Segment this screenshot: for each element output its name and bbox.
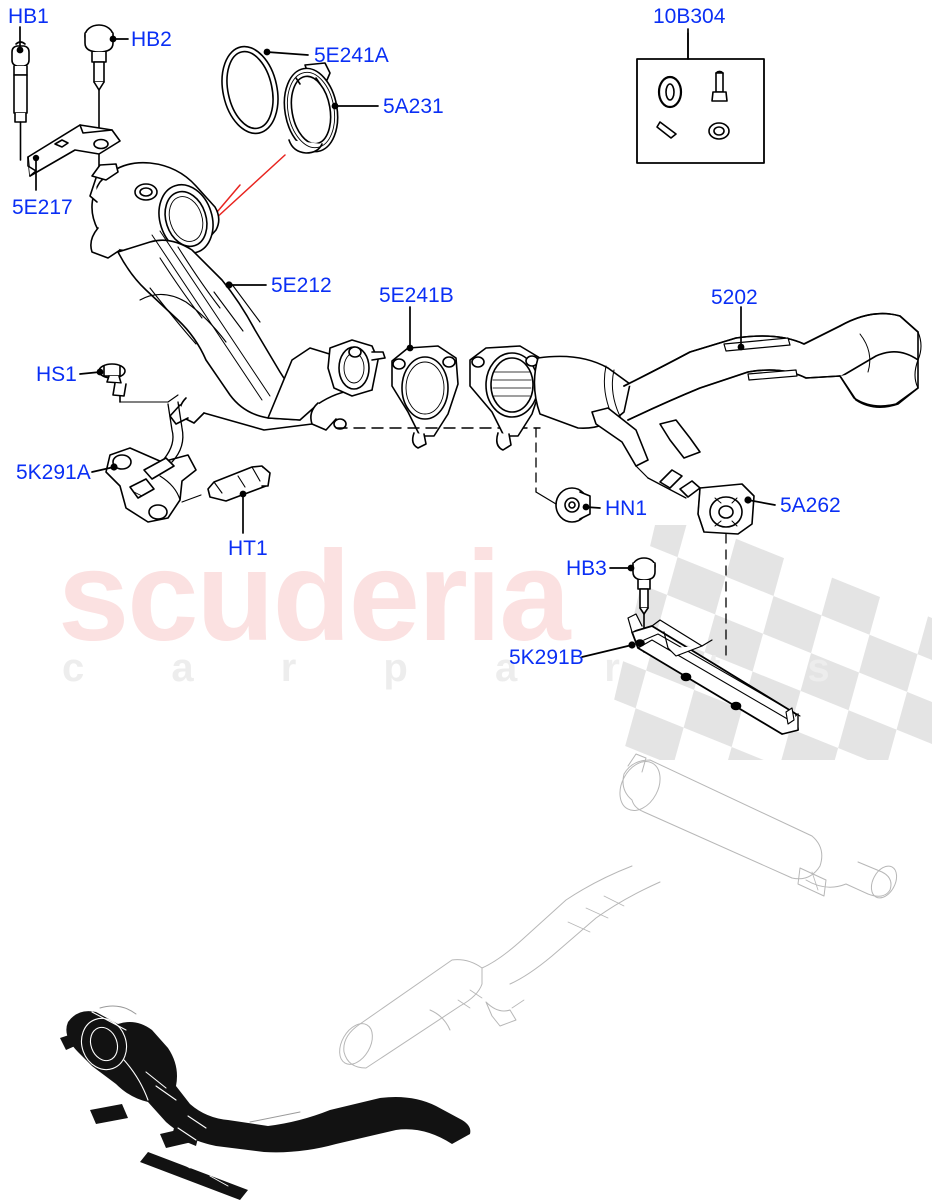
callout-label-hb1[interactable]: HB1 bbox=[8, 5, 49, 28]
part-sealing-ring-gasket bbox=[221, 45, 279, 135]
kit-item-clip bbox=[656, 121, 677, 139]
ghost-front-pipe-outline bbox=[99, 1005, 301, 1123]
part-mounting-bracket-a bbox=[105, 401, 197, 523]
part-nut-hn1 bbox=[555, 487, 591, 523]
part-v-band-clamp bbox=[283, 62, 339, 154]
callout-label-5e241b[interactable]: 5E241B bbox=[379, 284, 454, 307]
ghost-front-pipe-detail bbox=[80, 1011, 229, 1187]
ghost-exhaust-assembly bbox=[339, 753, 898, 1069]
kit-item-washer-seal bbox=[708, 122, 730, 140]
ghost-front-pipe-solid bbox=[60, 1011, 471, 1200]
callout-label-5e217[interactable]: 5E217 bbox=[12, 196, 73, 219]
callout-label-5e212[interactable]: 5E212 bbox=[271, 274, 332, 297]
leader-dots bbox=[16, 35, 752, 649]
callout-label-ht1[interactable]: HT1 bbox=[228, 537, 268, 560]
callout-label-5a231[interactable]: 5A231 bbox=[383, 95, 444, 118]
part-bolt-hb1 bbox=[11, 41, 30, 161]
callout-label-5k291a[interactable]: 5K291A bbox=[16, 461, 91, 484]
part-stud-screw-hs1 bbox=[98, 363, 179, 403]
part-exhaust-rubber-mount bbox=[697, 483, 755, 535]
callout-label-hb2[interactable]: HB2 bbox=[131, 28, 172, 51]
part-flange-gasket bbox=[391, 345, 459, 449]
part-stud-ht1 bbox=[207, 465, 271, 502]
part-service-kit-box bbox=[636, 32, 765, 164]
callout-label-hs1[interactable]: HS1 bbox=[36, 363, 77, 386]
callout-label-5a262[interactable]: 5A262 bbox=[780, 494, 841, 517]
kit-item-screw bbox=[711, 70, 728, 102]
leader-lines bbox=[19, 26, 776, 658]
callout-label-hn1[interactable]: HN1 bbox=[605, 497, 648, 520]
part-front-exhaust-pipe bbox=[469, 312, 922, 479]
callout-label-5k291b[interactable]: 5K291B bbox=[509, 646, 584, 669]
callout-label-10b304[interactable]: 10B304 bbox=[653, 5, 726, 28]
callout-label-5202[interactable]: 5202 bbox=[711, 286, 758, 309]
callout-label-hb3[interactable]: HB3 bbox=[566, 557, 607, 580]
part-mounting-bracket-b bbox=[627, 613, 801, 735]
part-bolt-hb3 bbox=[632, 557, 656, 653]
part-heat-shield-bracket bbox=[27, 124, 121, 177]
callout-label-5e241a[interactable]: 5E241A bbox=[314, 44, 389, 67]
part-catalytic-converter bbox=[89, 161, 386, 431]
kit-item-seal-ring bbox=[657, 75, 683, 109]
